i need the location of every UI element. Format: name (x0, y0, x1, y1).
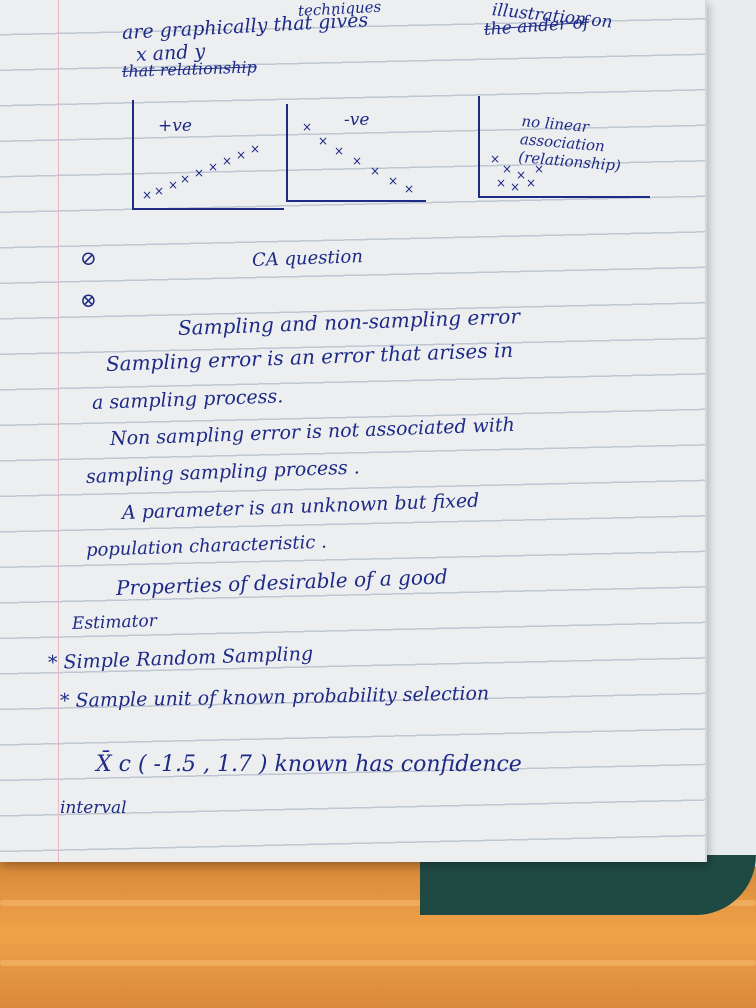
handwritten-line: sampling sampling process . (85, 456, 361, 488)
no-association-graph: no linear association (relationship) × ×… (478, 96, 650, 198)
notebook-page: techniques illustration on are graphical… (0, 0, 707, 862)
handwritten-line: Sampling and non-sampling error (177, 304, 521, 340)
handwritten-line: X̄ c ( -1.5 , 1.7 ) known has confidence (96, 752, 522, 777)
handwritten-line: A parameter is an unknown but fixed (121, 489, 480, 524)
handwritten-line: population characteristic . (85, 531, 328, 561)
handwritten-line: * Simple Random Sampling (47, 642, 314, 674)
handwritten-line: Non sampling error is not associated wit… (109, 413, 516, 450)
negative-correlation-graph: -ve × × × × × × × (286, 104, 426, 202)
graph-label: +ve (158, 116, 192, 136)
handwritten-line: Estimator (71, 611, 158, 634)
handwritten-line: interval (60, 798, 127, 818)
cloth-fold (0, 900, 756, 906)
positive-correlation-graph: +ve × × × × × × × × × (132, 100, 284, 210)
handwritten-text: are graphically that gives (121, 9, 369, 44)
struck-text: that relationship (121, 57, 258, 81)
section-heading: CA question (251, 246, 364, 271)
handwritten-line: Properties of desirable of a good (115, 564, 449, 600)
cross-out-mark: ⊘ (80, 246, 97, 270)
notebook-cover-edge (420, 855, 756, 915)
handwritten-line: * Sample unit of known probability selec… (59, 682, 490, 712)
cloth-fold (0, 960, 756, 966)
graph-label: -ve (344, 110, 370, 130)
margin-line (58, 0, 59, 862)
handwritten-line: Sampling error is an error that arises i… (105, 337, 514, 376)
cross-out-mark: ⊗ (80, 288, 97, 312)
handwritten-line: a sampling process. (91, 385, 284, 414)
